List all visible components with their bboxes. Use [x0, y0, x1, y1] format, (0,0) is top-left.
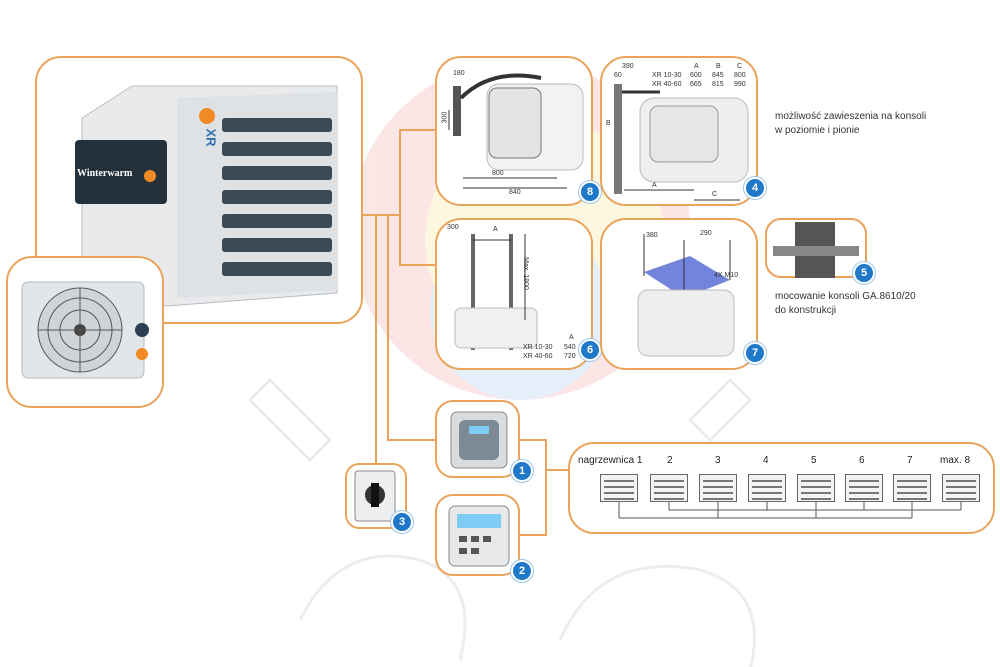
table-row-c: 990	[734, 81, 746, 88]
dim-300: 300	[441, 111, 449, 124]
dim-300: 300	[447, 224, 459, 231]
table-row-a: 600	[690, 72, 702, 79]
table-row-model: XR 10-30	[523, 344, 553, 351]
switch-panel-3: 3	[345, 463, 413, 533]
ceiling-frame-drawing	[637, 234, 735, 357]
table-head-c: C	[737, 63, 743, 70]
table-row-b: 815	[712, 81, 724, 88]
heater-unit	[650, 474, 688, 502]
mounting-note-line1: możliwość zawieszenia na konsoli	[775, 111, 927, 122]
dim-a: A	[493, 226, 498, 233]
badge-8: 8	[579, 181, 601, 203]
axis-c: C	[712, 191, 718, 198]
badge-1: 1	[511, 460, 533, 482]
ceiling-bracket-drawing	[614, 84, 749, 201]
heater-chain-panel: nagrzewnica 1 2 3 4 5 6 7 max. 8	[568, 442, 995, 534]
chain-label-1: nagrzewnica 1	[578, 455, 643, 466]
badge-6: 6	[579, 339, 601, 361]
chain-label-6: 6	[859, 455, 865, 466]
mounting-panel-8: 180 300 800 840 8	[435, 56, 601, 206]
dim-840: 840	[509, 189, 521, 196]
badge-2: 2	[511, 560, 533, 582]
badge-7: 7	[744, 342, 766, 364]
console-note-line2: do konstrukcji	[775, 305, 837, 316]
fan-detail-panel	[6, 256, 164, 408]
table-row-model: XR 40-60	[523, 353, 553, 360]
floor-stand-drawing	[454, 234, 538, 350]
mounting-note-line2: w poziomie i pionie	[775, 125, 860, 136]
heater-unit	[845, 474, 883, 502]
heater-unit	[893, 474, 931, 502]
dim-max-1800: Max. 1800	[521, 257, 529, 290]
badge-3: 3	[391, 511, 413, 533]
console-note: mocowanie konsoli GA.8610/20 do konstruk…	[775, 290, 916, 318]
mounting-panel-6: 300 A Max. 1800 A XR 10-30 540 XR 40-60 …	[435, 218, 601, 370]
switch-drawing	[354, 470, 396, 522]
console-panel-5: 5	[765, 218, 875, 284]
console-note-line1: mocowanie konsoli GA.8610/20	[775, 291, 916, 302]
heater-unit	[600, 474, 638, 502]
table-head-a: A	[694, 63, 699, 70]
chain-label-3: 3	[715, 455, 721, 466]
heater-unit	[748, 474, 786, 502]
table-row-model: XR 40-60	[652, 81, 682, 88]
dim-800: 800	[492, 170, 504, 177]
thermostat-drawing	[450, 411, 508, 469]
mounting-panel-7: 380 290 4X M10 7	[600, 218, 766, 370]
bolt-label: 4X M10	[714, 272, 739, 279]
console-drawing	[773, 222, 859, 278]
dim-390: 390	[622, 63, 634, 70]
axis-a: A	[652, 182, 657, 189]
mounting-note: możliwość zawieszenia na konsoli w pozio…	[775, 110, 926, 138]
badge-5: 5	[853, 262, 875, 284]
dim-180: 180	[453, 70, 465, 77]
chain-label-8: max. 8	[940, 455, 971, 466]
chain-label-7: 7	[907, 455, 913, 466]
controller-panel-2: 2	[435, 494, 533, 582]
dim-60: 60	[614, 72, 622, 79]
main-unit-panel: Winterwarm XR	[35, 56, 363, 324]
axis-b: B	[606, 120, 611, 127]
dim-290: 290	[700, 230, 712, 237]
wall-bracket-drawing	[448, 73, 584, 189]
chain-label-2: 2	[667, 455, 673, 466]
programmer-drawing	[448, 505, 510, 567]
fan-illustration	[21, 281, 149, 379]
table-row-a: 665	[690, 81, 702, 88]
chain-wiring	[618, 502, 962, 519]
table-row-model: XR 10-30	[652, 72, 682, 79]
table-row-b: 845	[712, 72, 724, 79]
heater-unit	[699, 474, 737, 502]
mounting-panel-4: 390 60 A B C XR 10-30 600 845 800 XR 40-…	[600, 56, 766, 206]
brand-label: Winterwarm	[77, 168, 133, 179]
heater-unit	[797, 474, 835, 502]
table-head-b: B	[716, 63, 721, 70]
table-row-c: 800	[734, 72, 746, 79]
chain-label-5: 5	[811, 455, 817, 466]
heater-unit	[942, 474, 980, 502]
controller-panel-1: 1	[435, 400, 533, 482]
heater-illustration	[75, 85, 338, 307]
table-row-a: 720	[564, 353, 576, 360]
badge-4: 4	[744, 177, 766, 199]
dim-380: 380	[646, 232, 658, 239]
table-head-a: A	[569, 334, 574, 341]
chain-label-4: 4	[763, 455, 769, 466]
table-row-a: 540	[564, 344, 576, 351]
model-label: XR	[203, 128, 219, 147]
